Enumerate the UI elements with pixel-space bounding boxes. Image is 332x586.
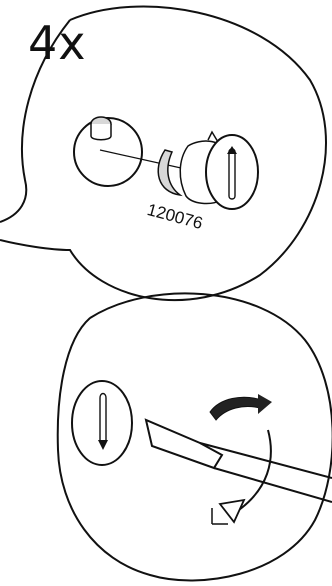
cap-arrow-down-icon: [98, 440, 108, 450]
hole-with-plug: [73, 116, 191, 187]
cap-face: [205, 134, 259, 210]
rotation-arrows: [209, 394, 272, 525]
alignment-line: [99, 149, 191, 171]
installed-cap-face: [71, 380, 133, 466]
screwdriver-shaft: [199, 442, 332, 503]
installed-cap: [71, 380, 133, 466]
bottom-callout-outline: [56, 292, 332, 582]
bottom-callout: [56, 292, 332, 582]
screwdriver-blade: [144, 418, 224, 470]
quantity-label: 4x: [28, 16, 87, 70]
screwdriver: [144, 418, 332, 503]
downward-arc-arrowhead: [218, 498, 246, 524]
rotate-arrow-icon: [209, 396, 263, 421]
top-callout-outline: [0, 5, 327, 302]
top-callout-outline-left: [0, 19, 71, 223]
cap-notch: [207, 130, 219, 143]
cover-cap: [157, 130, 259, 210]
top-callout: [0, 5, 327, 302]
cap-clip: [157, 149, 183, 197]
downward-arc-arrow-icon: [235, 429, 272, 513]
cap-arrow-up-icon: [227, 146, 237, 154]
plug-body: [90, 124, 112, 141]
rotate-arrow-head: [258, 394, 272, 414]
